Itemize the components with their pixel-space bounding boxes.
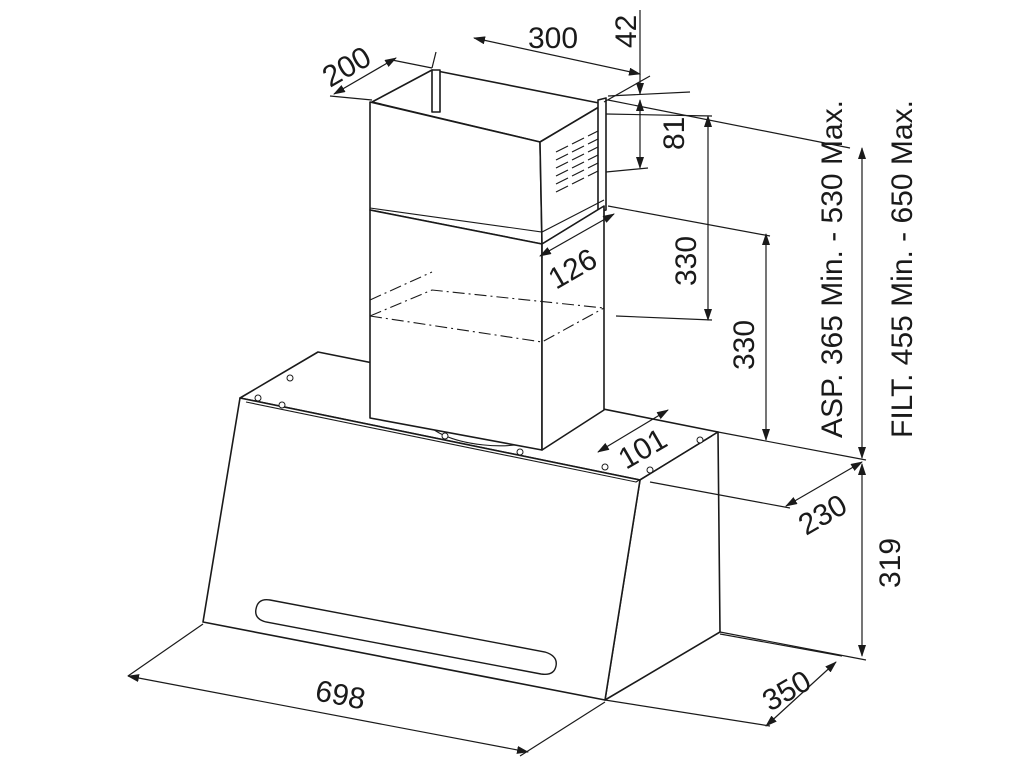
dim-line-200 — [333, 57, 397, 95]
vent-slots — [555, 130, 599, 193]
label-filtration-range: FILT. 455 Min. - 650 Max. — [886, 100, 919, 438]
dimension-lines — [127, 10, 867, 757]
label-hood-width: 698 — [313, 674, 368, 716]
label-hood-depth: 350 — [757, 664, 817, 718]
label-lower-section: 330 — [728, 320, 761, 370]
label-chimney-width: 300 — [528, 22, 578, 55]
dim-line-698 — [127, 674, 529, 754]
dim-line-101 — [597, 409, 669, 453]
hood-handle-slot — [255, 599, 557, 676]
dim-line-126 — [539, 213, 615, 257]
dim-line-230 — [785, 461, 863, 507]
chimney-bracket — [597, 97, 607, 213]
label-top-clearance: 42 — [610, 15, 643, 48]
label-aspiration-range: ASP. 365 Min. - 530 Max. — [816, 100, 849, 438]
chimney — [369, 69, 607, 451]
label-chimney-depth: 200 — [317, 40, 377, 94]
chimney-back-panel — [431, 69, 441, 113]
dim-line-350 — [765, 661, 837, 727]
dim-line-300 — [473, 36, 641, 76]
telescope-marker-mid — [369, 307, 605, 343]
label-hood-height: 319 — [874, 538, 907, 588]
label-upper-section: 330 — [670, 236, 703, 286]
telescope-marker-lower — [369, 289, 605, 317]
label-bracket-offset: 81 — [658, 117, 691, 150]
chimney-lower-side — [541, 205, 605, 451]
chimney-lower-front — [369, 209, 543, 451]
telescope-marker-upper — [369, 271, 433, 301]
hood-screws — [254, 374, 704, 474]
hood-top-rim — [245, 401, 713, 483]
